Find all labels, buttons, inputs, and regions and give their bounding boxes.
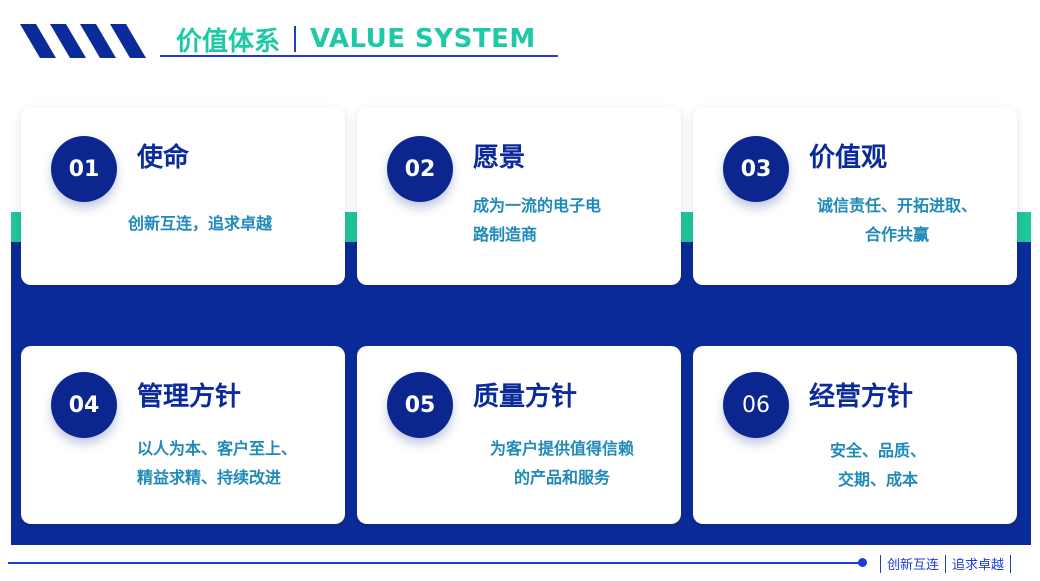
card-title: 使命 — [137, 143, 190, 173]
card-number-badge: 05 — [387, 372, 453, 438]
card-mission: 01 使命 创新互连，追求卓越 — [21, 107, 345, 285]
card-text: 创新互连，追求卓越 — [128, 214, 273, 233]
footer-line — [8, 562, 864, 564]
card-title: 质量方针 — [473, 382, 578, 412]
page-title: 价值体系 VALUE SYSTEM — [176, 22, 536, 57]
green-accent-1 — [344, 212, 358, 242]
page-title-en: VALUE SYSTEM — [310, 24, 536, 54]
footer-dot — [858, 558, 867, 567]
green-accent-2 — [680, 212, 694, 242]
footer-divider — [880, 554, 881, 573]
header-stripes-decoration — [20, 24, 146, 58]
footer-slogan: 创新互连 追求卓越 — [880, 554, 1012, 573]
card-number-badge: 04 — [51, 372, 117, 438]
card-text: 以人为本、客户至上、 精益求精、持续改进 — [137, 439, 298, 487]
card-text: 成为一流的电子电 路制造商 — [473, 196, 602, 244]
card-vision: 02 愿景 成为一流的电子电 路制造商 — [357, 107, 681, 285]
card-title: 管理方针 — [137, 382, 242, 412]
card-number-badge: 02 — [387, 136, 453, 202]
page-title-cn: 价值体系 — [176, 26, 281, 57]
card-text: 安全、品质、 交期、成本 — [829, 441, 926, 489]
footer-slogan-1: 创新互连 — [887, 558, 940, 573]
title-underline — [160, 55, 558, 57]
card-number-badge: 03 — [723, 136, 789, 202]
green-accent-right — [1017, 212, 1031, 242]
card-business-policy: 06 经营方针 安全、品质、 交期、成本 — [693, 346, 1017, 524]
card-number-badge: 01 — [51, 136, 117, 202]
card-text: 为客户提供值得信赖 的产品和服务 — [489, 439, 634, 487]
footer-divider — [1010, 554, 1012, 573]
footer-slogan-2: 追求卓越 — [952, 558, 1005, 573]
card-title: 价值观 — [809, 143, 888, 173]
card-values: 03 价值观 诚信责任、开拓进取、 合作共赢 — [693, 107, 1017, 285]
title-divider — [294, 26, 297, 52]
card-number-badge: 06 — [723, 372, 789, 438]
card-quality-policy: 05 质量方针 为客户提供值得信赖 的产品和服务 — [357, 346, 681, 524]
footer-divider — [945, 554, 947, 573]
card-management-policy: 04 管理方针 以人为本、客户至上、 精益求精、持续改进 — [21, 346, 345, 524]
card-title: 经营方针 — [809, 382, 914, 412]
card-title: 愿景 — [473, 143, 526, 173]
card-text: 诚信责任、开拓进取、 合作共赢 — [816, 196, 977, 244]
